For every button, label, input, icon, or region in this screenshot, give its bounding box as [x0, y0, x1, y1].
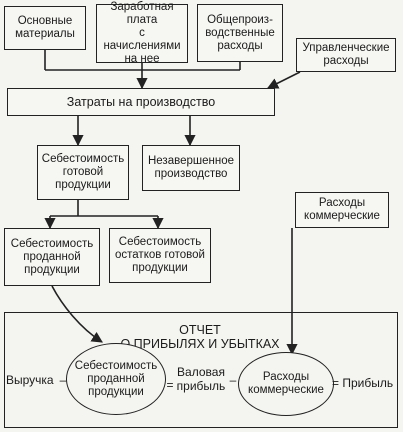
report-minus-1: – — [59, 373, 67, 387]
ellipse-commercial: Расходы коммерческие — [238, 352, 334, 416]
box-management-label: Управленческие расходы — [302, 42, 390, 67]
report-frame — [4, 312, 398, 428]
box-basic-materials-label: Основные материалы — [15, 15, 75, 40]
report-revenue: Выручка — [6, 373, 54, 387]
box-salary: Заработная плата с начислениями на нее — [96, 1, 188, 65]
ellipse-sold-cost: Себестоимость проданной продукции — [66, 343, 166, 415]
box-overhead-label: Общепроиз- водственные расходы — [205, 13, 275, 52]
box-wip-label: Незавершенное производство — [147, 155, 234, 180]
box-wip: Незавершенное производство — [142, 145, 240, 191]
box-commercial-label: Расходы коммерческие — [304, 197, 380, 222]
box-salary-label: Заработная плата с начислениями на нее — [103, 1, 181, 65]
ellipse-commercial-label: Расходы коммерческие — [248, 371, 324, 396]
box-remaining-cost: Себестоимость остатков готовой продукции — [109, 228, 211, 283]
box-basic-materials: Основные материалы — [4, 6, 86, 50]
box-sold-cost-label: Себестоимость проданной продукции — [10, 237, 94, 276]
box-management: Управленческие расходы — [296, 38, 396, 72]
box-finished-cost: Себестоимость готовой продукции — [37, 145, 129, 200]
report-profit: = Прибыль — [332, 376, 394, 390]
arrow-sold-to-report — [51, 285, 103, 343]
box-commercial: Расходы коммерческие — [295, 192, 389, 228]
box-sold-cost: Себестоимость проданной продукции — [4, 228, 100, 286]
arrow-management-to-costs — [266, 71, 301, 89]
box-production-costs: Затраты на производство — [7, 88, 275, 116]
report-title: ОТЧЕТ О ПРИБЫЛЯХ И УБЫТКАХ — [120, 323, 280, 351]
box-production-costs-label: Затраты на производство — [66, 94, 216, 109]
report-gross-profit: Валовая прибыль — [176, 365, 226, 393]
report-equals-1: = — [166, 378, 174, 392]
box-remaining-cost-label: Себестоимость остатков готовой продукции — [115, 236, 205, 274]
report-minus-2: – — [229, 373, 237, 387]
box-finished-cost-label: Себестоимость готовой продукции — [41, 153, 125, 191]
ellipse-sold-cost-label: Себестоимость проданной продукции — [74, 359, 158, 398]
box-overhead: Общепроиз- водственные расходы — [197, 4, 283, 62]
